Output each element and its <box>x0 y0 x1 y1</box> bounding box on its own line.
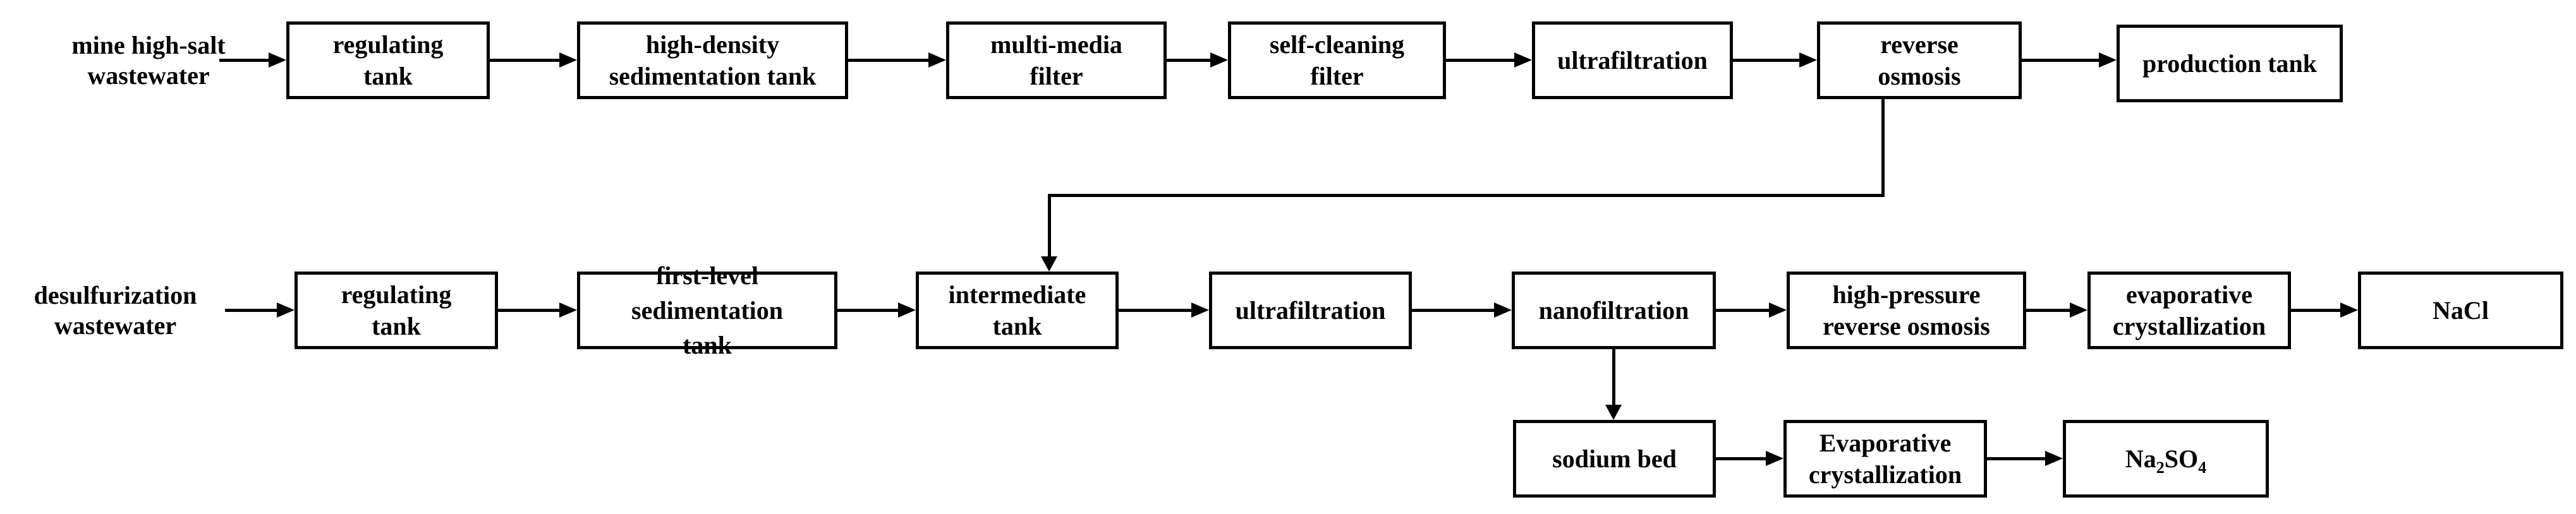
formula-text: SO <box>2164 444 2199 473</box>
arrowhead-mine-to-regulating <box>269 52 286 68</box>
node-multi-media-filter: multi-media filter <box>946 21 1167 99</box>
source-label-line: mine high-salt <box>71 31 226 59</box>
node-production-tank: production tank <box>2117 25 2343 102</box>
arrowhead-ultrafiltration2-to-nanofiltration <box>1494 302 1512 318</box>
arrowhead-firstlevel-to-intermediate <box>898 302 916 318</box>
node-label: nanofiltration <box>1538 296 1689 325</box>
node-nanofiltration: nanofiltration <box>1512 272 1716 349</box>
node-label: intermediate <box>948 280 1086 309</box>
connector-reverseosmosis-down-segment <box>1881 99 1885 197</box>
arrowhead-selfcleaning-to-ultrafiltration1 <box>1514 52 1532 68</box>
arrowhead-sodiumbed-to-evaporative <box>1766 451 1783 466</box>
arrowhead-reverseosmosis-to-productiontank <box>2099 52 2117 68</box>
connector-to-intermediate-down-segment <box>1048 194 1051 257</box>
arrowhead-evaporative-to-na2so4 <box>2045 451 2063 466</box>
node-label: osmosis <box>1878 61 1961 90</box>
arrowhead-desulfurization-to-regulating2 <box>277 302 295 318</box>
arrowhead-nanofiltration-to-highpressure <box>1769 302 1787 318</box>
arrow-evaporative-to-nacl <box>2291 309 2342 312</box>
node-label: sodium bed <box>1552 444 1677 473</box>
node-label: Na2SO4 <box>2125 443 2207 477</box>
source-label-line: desulfurization <box>33 281 197 309</box>
node-label: production tank <box>2142 49 2317 78</box>
arrow-regulating1-to-highdensity <box>490 59 561 62</box>
arrow-evaporative-to-na2so4 <box>1987 457 2046 460</box>
arrow-reverseosmosis-to-productiontank <box>2022 59 2100 62</box>
arrow-ultrafiltration2-to-nanofiltration <box>1412 309 1495 312</box>
arrow-sodiumbed-to-evaporative <box>1716 457 1767 460</box>
formula-subscript: 4 <box>2198 458 2207 477</box>
node-ultrafiltration-2: ultrafiltration <box>1209 272 1412 349</box>
node-first-level-sedimentation-tank: first-level sedimentation tank <box>577 261 837 359</box>
node-label: reverse osmosis <box>1823 311 1990 340</box>
node-na2so4: Na2SO4 <box>2063 420 2269 498</box>
arrow-intermediate-to-ultrafiltration2 <box>1119 309 1193 312</box>
node-label: crystallization <box>2112 311 2266 340</box>
node-high-density-sedimentation-tank: high-density sedimentation tank <box>577 21 848 99</box>
node-label: reverse <box>1880 30 1959 59</box>
node-label: crystallization <box>1808 460 1962 489</box>
source-label-line: wastewater <box>87 61 210 90</box>
node-label: ultrafiltration <box>1557 45 1708 75</box>
node-nacl: NaCl <box>2358 272 2563 349</box>
arrow-multimedia-to-selfcleaning <box>1167 59 1212 62</box>
formula-subscript: 2 <box>2156 458 2165 477</box>
connector-nanofiltration-to-sodiumbed <box>1612 349 1615 405</box>
arrowhead-ultrafiltration1-to-reverseosmosis <box>1799 52 1817 68</box>
node-label: regulating <box>332 30 444 59</box>
node-label: tank <box>992 311 1042 340</box>
node-self-cleaning-filter: self-cleaning filter <box>1228 21 1446 99</box>
arrowhead-into-intermediate-tank <box>1041 256 1057 272</box>
arrow-firstlevel-to-intermediate <box>837 309 899 312</box>
node-high-pressure-reverse-osmosis: high-pressure reverse osmosis <box>1787 272 2026 349</box>
node-label: tank <box>372 311 421 340</box>
formula-text: Na <box>2125 444 2156 473</box>
arrow-regulating2-to-firstlevel <box>498 309 561 312</box>
arrowhead-highdensity-to-multimedia <box>928 52 946 68</box>
node-ultrafiltration-1: ultrafiltration <box>1532 21 1733 99</box>
arrowhead-regulating1-to-highdensity <box>559 52 577 68</box>
node-label: regulating <box>341 280 452 309</box>
node-label: Evaporative <box>1819 428 1952 457</box>
arrowhead-multimedia-to-selfcleaning <box>1210 52 1228 68</box>
arrowhead-regulating2-to-firstlevel <box>559 302 577 318</box>
source-label-line: wastewater <box>54 311 177 340</box>
node-regulating-tank-1: regulating tank <box>286 21 490 99</box>
connector-reverseosmosis-horizontal-segment <box>1048 194 1885 197</box>
arrowhead-into-sodium-bed <box>1605 405 1622 420</box>
arrow-highpressure-to-evaporative <box>2026 309 2071 312</box>
node-label: ultrafiltration <box>1235 296 1386 325</box>
node-label: first-level <box>655 261 759 290</box>
node-label: evaporative <box>2126 280 2252 309</box>
node-intermediate-tank: intermediate tank <box>916 272 1119 349</box>
arrow-ultrafiltration1-to-reverseosmosis <box>1733 59 1801 62</box>
arrow-highdensity-to-multimedia <box>848 59 930 62</box>
node-regulating-tank-2: regulating tank <box>295 272 498 349</box>
source-label-mine-high-salt-wastewater: mine high-salt wastewater <box>35 25 262 96</box>
node-sodium-bed: sodium bed <box>1513 420 1716 498</box>
node-label: NaCl <box>2433 296 2489 325</box>
node-label: tank <box>363 61 413 90</box>
node-label: sedimentation <box>631 296 783 325</box>
node-label: self-cleaning <box>1269 30 1405 59</box>
source-label-desulfurization-wastewater: desulfurization wastewater <box>3 275 228 346</box>
arrowhead-evaporative-to-nacl <box>2340 302 2358 318</box>
arrow-mine-to-regulating <box>219 59 270 62</box>
arrow-selfcleaning-to-ultrafiltration1 <box>1446 59 1516 62</box>
arrow-desulfurization-to-regulating2 <box>225 309 278 312</box>
arrowhead-highpressure-to-evaporative <box>2070 302 2087 318</box>
node-label: multi-media <box>990 30 1122 59</box>
node-label: sedimentation tank <box>609 61 817 90</box>
node-label: high-pressure <box>1832 280 1981 309</box>
node-evaporative-crystallization-na2so4: Evaporative crystallization <box>1783 420 1987 498</box>
node-reverse-osmosis: reverse osmosis <box>1817 21 2022 99</box>
arrowhead-intermediate-to-ultrafiltration2 <box>1191 302 1209 318</box>
node-label: tank <box>683 331 732 359</box>
node-label: filter <box>1030 61 1083 90</box>
node-label: high-density <box>645 30 780 59</box>
node-evaporative-crystallization-nacl: evaporative crystallization <box>2087 272 2291 349</box>
arrow-nanofiltration-to-highpressure <box>1716 309 1770 312</box>
node-label: filter <box>1310 61 1364 90</box>
